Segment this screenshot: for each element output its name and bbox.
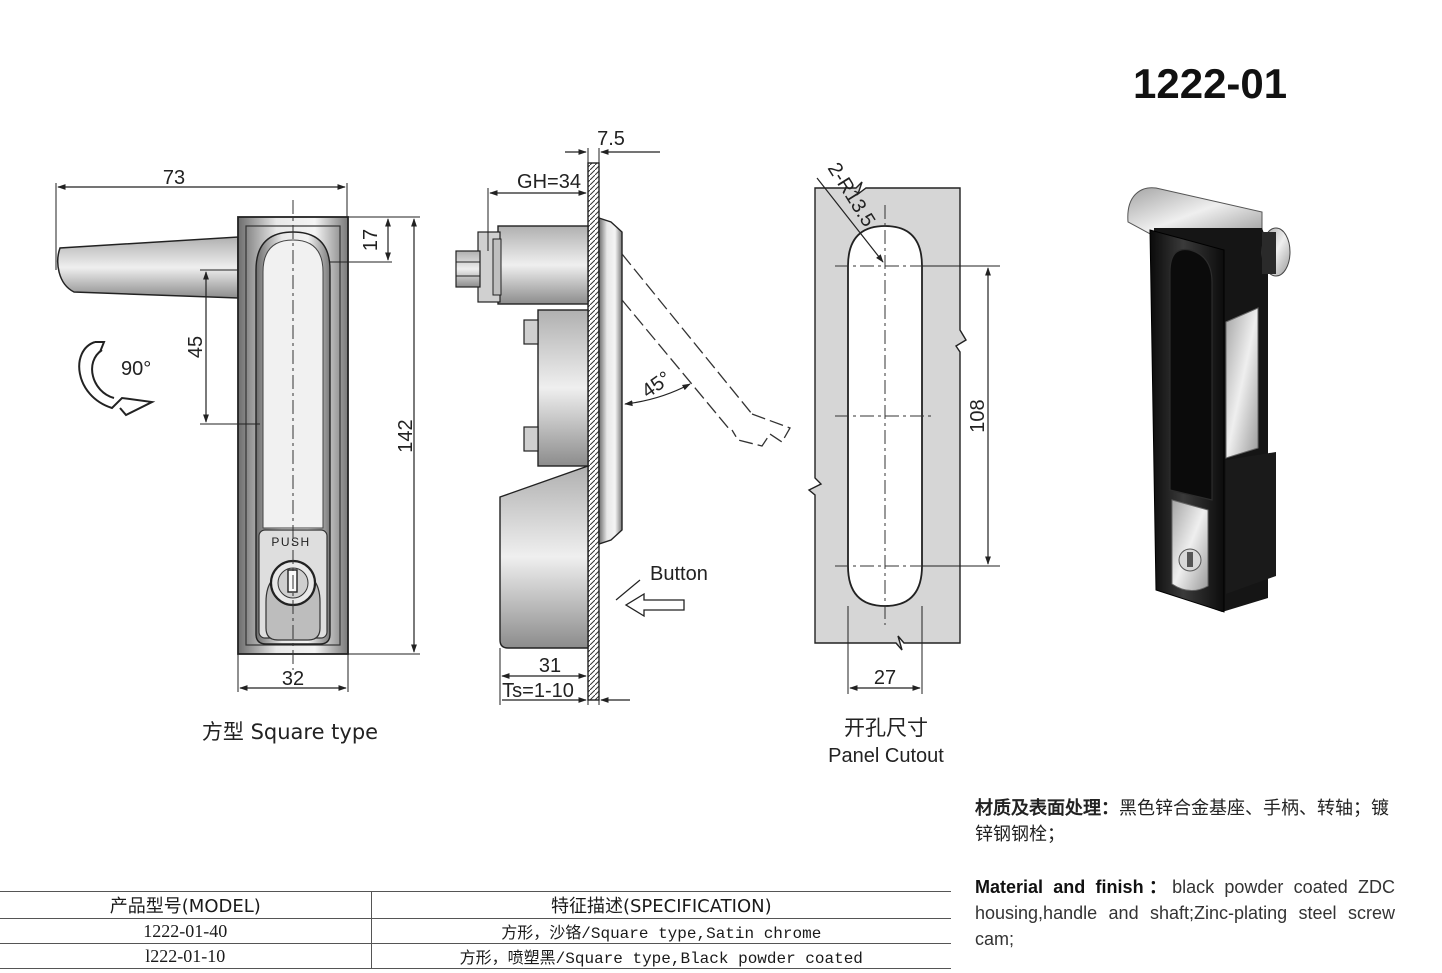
dim-73: 73: [163, 167, 185, 189]
table-header-model: 产品型号(MODEL): [0, 891, 372, 919]
spec-table: 产品型号(MODEL) 特征描述(SPECIFICATION) 1222-01-…: [0, 891, 951, 969]
dim-32: 32: [282, 668, 304, 690]
product-photo: [1127, 187, 1291, 613]
dim-17: 17: [360, 229, 382, 251]
table-cell-model: 1222-01-40: [0, 918, 372, 944]
dim-45: 45: [185, 336, 207, 358]
rotate-90-icon: [78, 341, 156, 417]
dim-45-deg: 45°: [638, 367, 675, 402]
front-view: PUSH 73 17 142 45 90° 32: [55, 167, 420, 744]
material-cn-label: 材质及表面处理：: [975, 798, 1119, 819]
model-title: 1222-01: [1133, 60, 1288, 107]
material-cn-text: 黑色锌合金基座、手柄、转轴；镀锌钢钢栓；: [975, 798, 1389, 845]
side-view: 45° 7.5 GH=34 31 Ts=1-10 Button: [455, 128, 791, 705]
dim-gh-34: GH=34: [517, 171, 581, 193]
dim-ts: Ts=1-10: [502, 680, 574, 702]
table-cell-spec: 方形，沙铬/Square type,Satin chrome: [371, 918, 951, 944]
square-type-caption: 方型 Square type: [202, 720, 378, 744]
table-cell-spec: 方形，喷塑黑/Square type,Black powder coated: [371, 943, 951, 969]
cutout-caption-cn: 开孔尺寸: [844, 716, 928, 740]
button-label: Button: [650, 563, 708, 585]
dim-31: 31: [539, 655, 561, 677]
mounting-panel: [587, 162, 600, 701]
front-handle-lever: [57, 236, 239, 299]
cutout-view: 2-R13.5 108 27 开孔尺寸 Panel Cutout: [807, 159, 1000, 767]
dim-27: 27: [874, 667, 896, 689]
dim-142: 142: [395, 419, 417, 452]
material-en-text: black powder coated ZDC housing,handle a…: [975, 877, 1395, 949]
dim-90: 90°: [121, 358, 151, 380]
table-cell-model: l222-01-10: [0, 943, 372, 969]
material-cn: 材质及表面处理：黑色锌合金基座、手柄、转轴；镀锌钢钢栓；: [975, 796, 1395, 848]
table-header-spec: 特征描述(SPECIFICATION): [371, 891, 951, 919]
table-row: 1222-01-40 方形，沙铬/Square type,Satin chrom…: [0, 918, 951, 944]
dim-108: 108: [967, 399, 989, 432]
nut: [455, 250, 481, 288]
dim-7-5: 7.5: [597, 128, 625, 150]
material-en: Material and finish：black powder coated …: [975, 874, 1395, 952]
table-header-row: 产品型号(MODEL) 特征描述(SPECIFICATION): [0, 891, 951, 919]
push-label: PUSH: [271, 535, 310, 549]
button-arrow-icon: [624, 592, 685, 618]
cutout-caption-en: Panel Cutout: [828, 745, 944, 767]
table-row: l222-01-10 方形，喷塑黑/Square type,Black powd…: [0, 943, 951, 969]
material-en-label: Material and finish：: [975, 877, 1173, 897]
